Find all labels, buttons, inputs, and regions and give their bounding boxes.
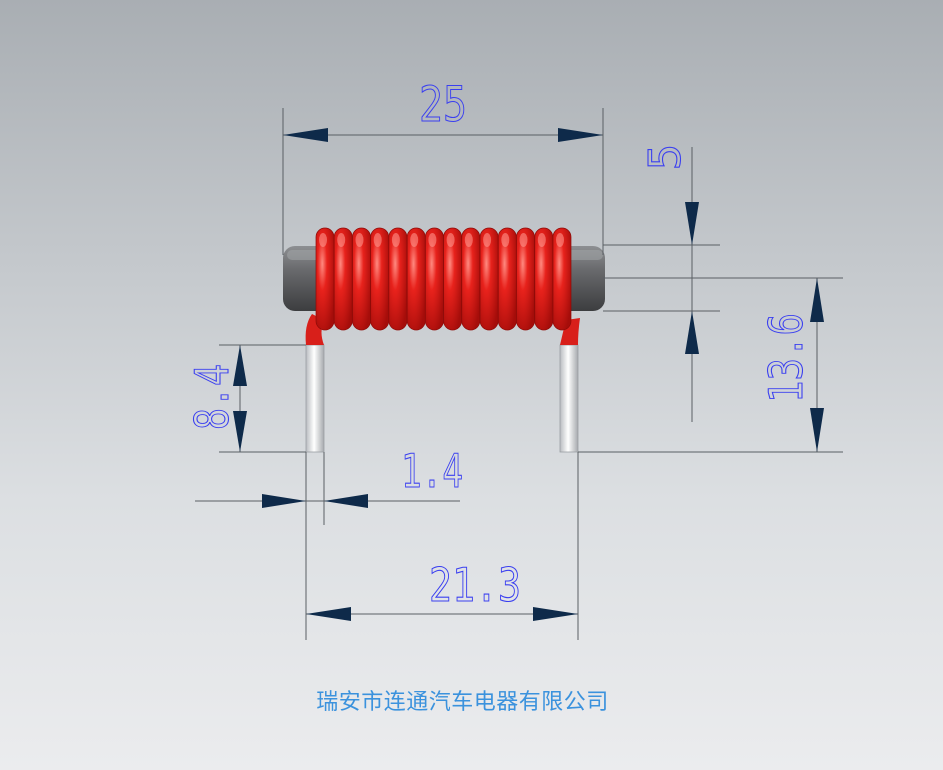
coil-turn (388, 227, 408, 331)
dimension-arrows (233, 128, 824, 621)
coil-turn (461, 227, 481, 331)
arrow-21-3-right (533, 607, 578, 621)
copper-coil-icon (315, 227, 572, 331)
coil-turn (370, 227, 390, 331)
coil-turn (425, 227, 444, 331)
arrow-21-3-left (306, 607, 351, 621)
company-name: 瑞安市连通汽车电器有限公司 (316, 690, 609, 715)
coil-turn (406, 227, 426, 331)
coil-turn (443, 227, 462, 331)
arrow-25-right (558, 128, 603, 142)
coil-turn (352, 227, 371, 331)
arrow-5-bottom (685, 311, 699, 354)
dim-label-5: 5 (640, 144, 691, 171)
dim-label-21-3: 21.3 (429, 558, 521, 612)
dim-label-13-6: 13.6 (759, 313, 813, 403)
arrow-25-left (283, 128, 328, 142)
coil-turn (333, 227, 353, 331)
arrow-13-6-bottom (810, 408, 824, 452)
dim-label-25: 25 (419, 77, 467, 133)
arrow-1-4-left (262, 494, 306, 508)
dim-label-8-4: 8.4 (185, 364, 239, 430)
lead-pins-icon (305, 314, 580, 453)
coil-turn (315, 227, 335, 331)
coil-turn (497, 227, 517, 331)
arrow-8-4-top (233, 345, 247, 386)
dim-label-1-4: 1.4 (401, 444, 463, 498)
coil-turn (479, 227, 499, 331)
arrow-13-6-top (810, 278, 824, 322)
coil-turn (534, 227, 554, 331)
arrow-1-4-right (324, 494, 368, 508)
coil-turn (516, 227, 535, 331)
coil-turn (552, 227, 572, 331)
arrow-8-4-bottom (233, 411, 247, 452)
arrow-5-top (685, 202, 699, 245)
